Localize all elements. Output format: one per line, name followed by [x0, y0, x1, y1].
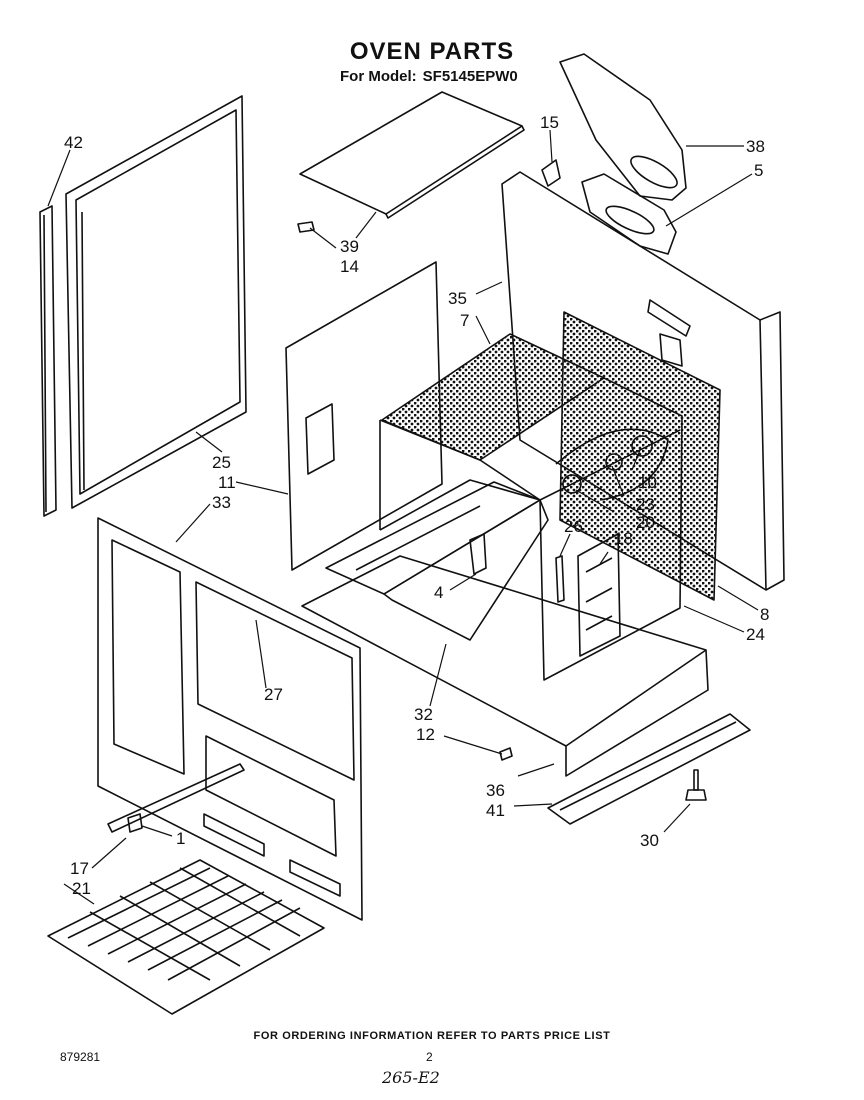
page-title: OVEN PARTS: [349, 38, 515, 65]
vent-plates: [559, 53, 687, 255]
callout-1: 1: [176, 829, 185, 848]
oven-rack: [47, 859, 325, 1015]
top-heat-shield: [299, 91, 525, 219]
bracket-part: [541, 159, 561, 187]
rack-support-bracket: [555, 533, 621, 657]
callout-14: 14: [340, 257, 359, 276]
callout-41: 41: [486, 801, 505, 820]
callout-10: 10: [638, 473, 657, 492]
callout-8: 8: [760, 605, 769, 624]
page-number: 2: [426, 1050, 433, 1064]
callout-33: 33: [212, 493, 231, 512]
base-pan: [301, 555, 709, 777]
handwritten-note: 265-E2: [382, 1068, 440, 1087]
oven-bottom: [325, 481, 549, 641]
callout-4: 4: [434, 583, 443, 602]
callout-5: 5: [754, 161, 763, 180]
model-line: For Model: SF5145EPW0: [340, 68, 518, 85]
callout-12: 12: [416, 725, 435, 744]
callout-20: 20: [636, 513, 655, 532]
callout-36: 36: [486, 781, 505, 800]
callout-21: 21: [72, 879, 91, 898]
callout-35: 35: [448, 289, 467, 308]
ordering-note: FOR ORDERING INFORMATION REFER TO PARTS …: [253, 1030, 611, 1042]
callout-17: 17: [70, 859, 89, 878]
leveling-leg: [685, 769, 707, 801]
model-label: For Model:: [340, 68, 417, 85]
callout-labels: 42 39 14 15 38 5 35 7 25 11 33 10 23 20 …: [64, 113, 769, 898]
leader-lines: [47, 129, 759, 905]
callout-39: 39: [340, 237, 359, 256]
hinge-rod: [107, 763, 245, 833]
side-trim-strip: [39, 205, 57, 517]
callout-30: 30: [640, 831, 659, 850]
callout-25: 25: [212, 453, 231, 472]
callout-18: 18: [614, 529, 633, 548]
callout-27: 27: [264, 685, 283, 704]
callout-26: 26: [564, 517, 583, 536]
door-frame-panel: [65, 95, 247, 509]
callout-24: 24: [746, 625, 765, 644]
bottom-rail: [547, 713, 751, 825]
callout-11: 11: [218, 473, 236, 492]
small-clip: [499, 747, 513, 761]
callout-38: 38: [746, 137, 765, 156]
callout-23: 23: [636, 495, 655, 514]
side-panel: [285, 261, 443, 571]
clip-part: [297, 221, 315, 233]
model-number: SF5145EPW0: [422, 68, 518, 85]
document-number: 879281: [60, 1050, 101, 1064]
front-frame: [97, 517, 363, 921]
callout-15: 15: [540, 113, 559, 132]
oven-cavity: [379, 311, 721, 681]
callout-42: 42: [64, 133, 83, 152]
callout-7: 7: [460, 311, 469, 330]
callout-32: 32: [414, 705, 433, 724]
